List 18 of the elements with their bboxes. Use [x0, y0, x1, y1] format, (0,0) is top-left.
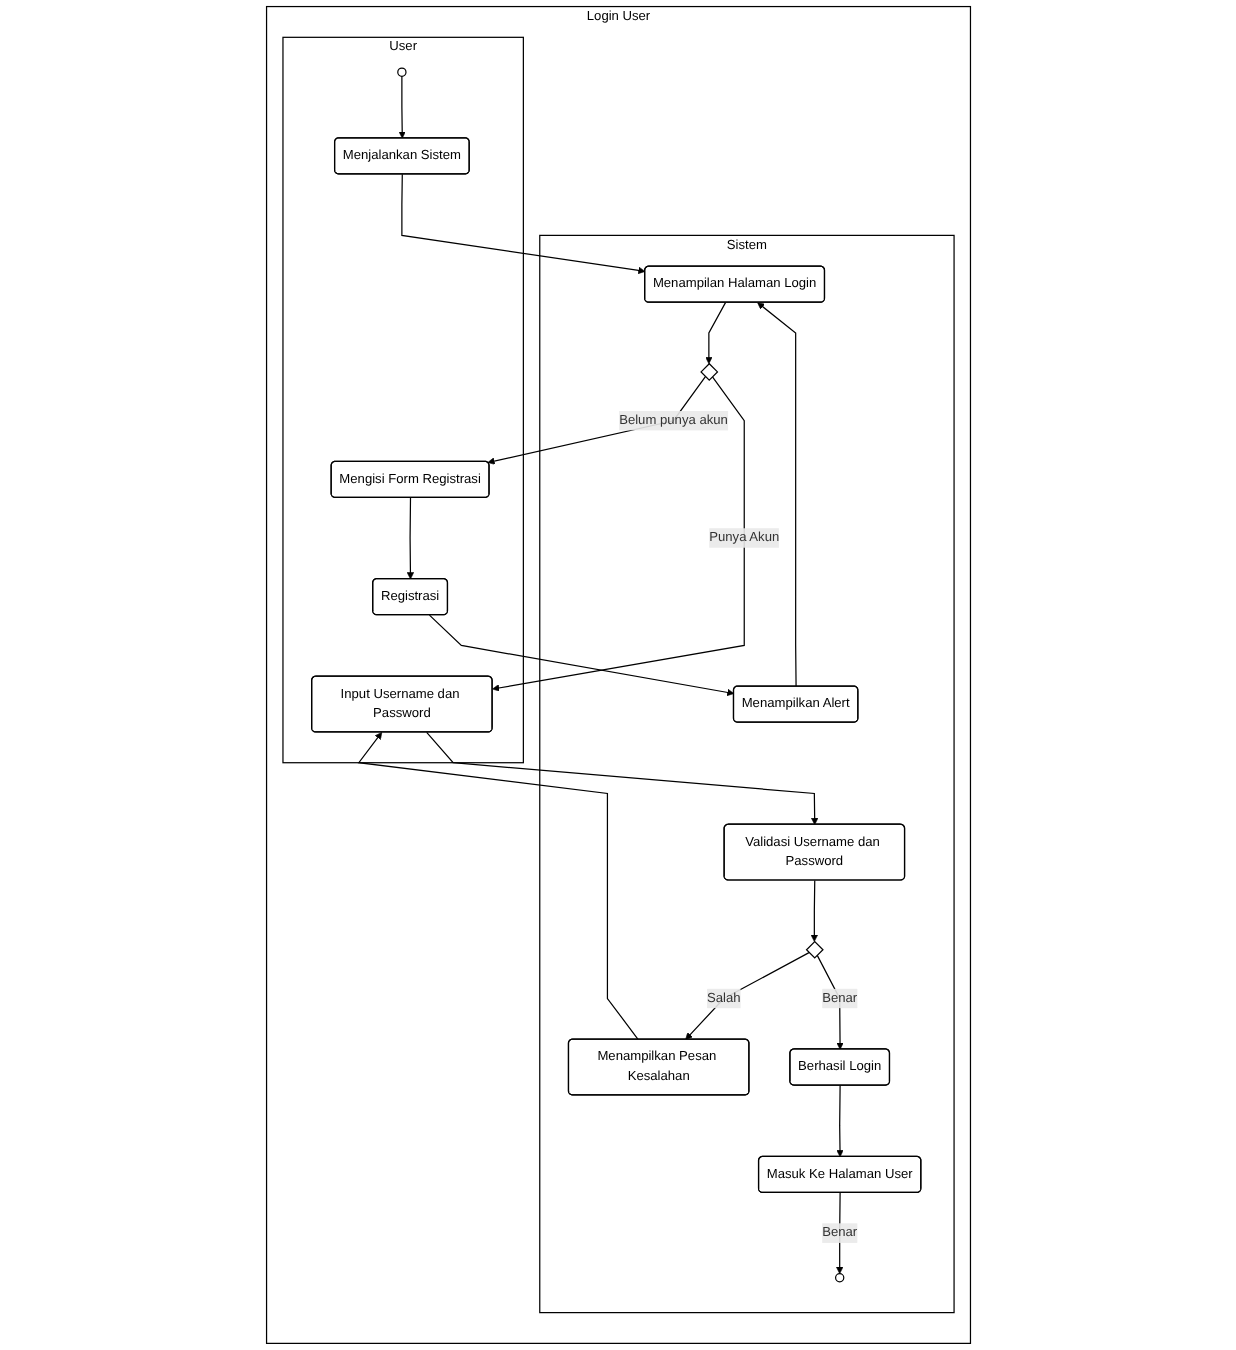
- node-diamond: [805, 940, 824, 959]
- node-diamond: [699, 362, 718, 382]
- arrow: [835, 1084, 844, 1158]
- arrow: [428, 614, 734, 697]
- node-circle: [396, 67, 407, 77]
- node-circle: [834, 1273, 844, 1283]
- arrow: [400, 173, 645, 275]
- arrow: [835, 1192, 843, 1274]
- arrow: [816, 954, 844, 1050]
- arrow: [357, 732, 639, 1041]
- arrow: [425, 731, 818, 825]
- arrow: [810, 879, 818, 942]
- arrow: [398, 75, 406, 139]
- arrow: [406, 497, 414, 580]
- arrow: [491, 376, 745, 692]
- arrow: [756, 302, 797, 688]
- arrow: [684, 952, 810, 1040]
- arrow: [704, 302, 726, 365]
